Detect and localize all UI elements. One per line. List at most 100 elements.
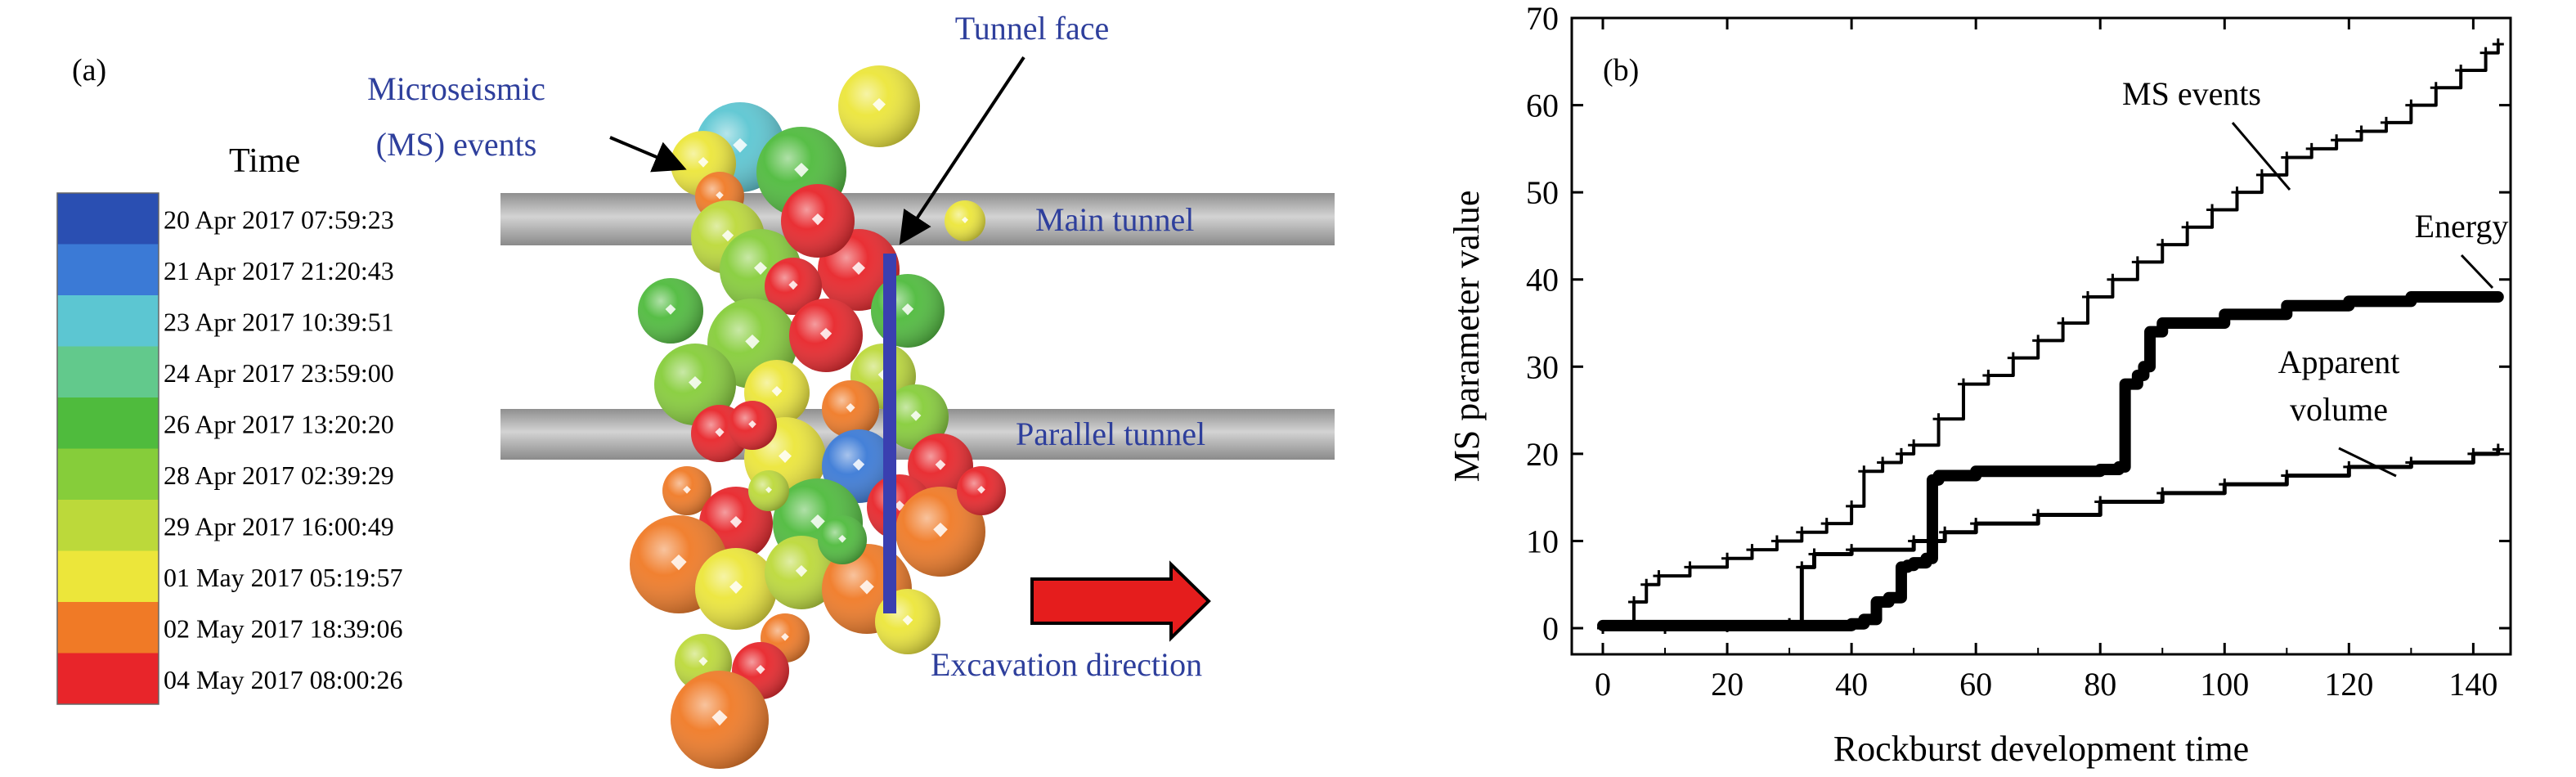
panel-a-label: (a) (72, 53, 106, 88)
series-point (2455, 64, 2467, 76)
series-point (1908, 535, 1920, 547)
legend-swatch-7 (57, 550, 159, 602)
legend-swatch-4 (57, 397, 159, 449)
series-point (2156, 487, 2169, 499)
series-point (1796, 526, 1808, 538)
series-point (1684, 561, 1696, 573)
panel-b-label: (b) (1603, 53, 1639, 88)
series-point (2156, 239, 2169, 251)
x-axis-label: Rockburst development time (1833, 729, 2249, 769)
series-point (1653, 570, 1665, 582)
series-point (1957, 378, 1969, 390)
series-point (2181, 221, 2193, 233)
series-point (2094, 496, 2107, 508)
tunnel-face-arrow (899, 56, 1025, 245)
series-leader-1 (2460, 254, 2494, 290)
series-point (1721, 552, 1734, 564)
y-tick-label: 0 (1542, 610, 1559, 647)
series-point (1970, 518, 1982, 530)
series-label-0: MS events (2122, 75, 2261, 112)
series-point (1932, 413, 1945, 425)
series-point (2355, 125, 2367, 137)
legend-label-3: 24 Apr 2017 23:59:00 (164, 358, 394, 388)
ms-events-label-line1: Microseismic (367, 70, 545, 107)
excavation-arrow (1030, 560, 1211, 642)
series-leader-0 (2231, 122, 2291, 191)
series-point (1746, 544, 1758, 556)
series-point (2343, 460, 2355, 473)
legend-label-2: 23 Apr 2017 10:39:51 (164, 307, 394, 336)
x-tick-label: 0 (1595, 666, 1611, 703)
series-point (2331, 134, 2343, 146)
legend-label-6: 29 Apr 2017 16:00:49 (164, 511, 394, 541)
legend-swatch-9 (57, 653, 159, 704)
series-point (2032, 509, 2044, 521)
series-line-2 (1600, 447, 2501, 631)
tunnel-face-line (883, 254, 896, 613)
series-point (1808, 548, 1820, 560)
legend-swatch-2 (57, 295, 159, 347)
series-point (2107, 273, 2119, 285)
series-label-2: Apparent (2278, 344, 2400, 380)
y-axis-label: MS parameter value (1447, 191, 1487, 483)
series-point (1721, 620, 1734, 632)
series-leader-2 (2338, 447, 2397, 478)
series-point (2405, 99, 2417, 111)
y-tick-label: 10 (1526, 523, 1559, 559)
series-point (2380, 116, 2392, 128)
series-point (1858, 465, 1870, 478)
plot-frame (1570, 16, 2512, 656)
legend-swatch-3 (57, 346, 159, 397)
series-point (1597, 622, 1609, 635)
series-point (1982, 369, 1995, 381)
main-tunnel-label: Main tunnel (1035, 201, 1194, 238)
series-point (2206, 204, 2219, 216)
series-point (2305, 142, 2318, 155)
series-point (2405, 456, 2417, 469)
series-point (2131, 256, 2143, 268)
series-point (2057, 317, 2069, 330)
series-point (1784, 618, 1796, 630)
legend-swatch-5 (57, 448, 159, 500)
y-tick-label: 60 (1526, 88, 1559, 124)
series-point (1908, 439, 1920, 451)
y-tick-label: 40 (1526, 262, 1559, 299)
x-tick-label: 60 (1959, 666, 1992, 703)
x-tick-label: 120 (2324, 666, 2373, 703)
ms-event-spheres (630, 65, 1006, 769)
series-point (2082, 291, 2094, 303)
x-tick-label: 40 (1835, 666, 1868, 703)
series-point (2281, 469, 2293, 482)
series-line-1 (1597, 291, 2504, 631)
legend-title: Time (229, 142, 300, 180)
series-point (1640, 578, 1653, 591)
parallel-tunnel-label: Parallel tunnel (1016, 415, 1205, 452)
series-point (1820, 518, 1833, 530)
legend-label-8: 02 May 2017 18:39:06 (164, 613, 402, 643)
ms-events-label-line2: (MS) events (376, 126, 537, 163)
x-tick-label: 80 (2084, 666, 2116, 703)
y-tick-label: 50 (1526, 174, 1559, 211)
tunnel-face-label: Tunnel face (955, 10, 1109, 47)
legend-label-4: 26 Apr 2017 13:20:20 (164, 409, 394, 438)
series-point (1877, 456, 1889, 469)
excavation-direction-label: Excavation direction (931, 646, 1202, 683)
legend-swatch-1 (57, 244, 159, 295)
series-lines (1597, 38, 2504, 635)
legend-label-5: 28 Apr 2017 02:39:29 (164, 460, 394, 490)
ms-events-arrow (609, 136, 687, 173)
x-tick-label: 20 (1711, 666, 1744, 703)
series-label-2: volume (2290, 391, 2388, 428)
y-tick-label: 70 (1526, 0, 1559, 37)
series-point (2492, 443, 2504, 456)
legend-swatch-6 (57, 500, 159, 551)
series-point (1628, 596, 1640, 609)
series-point (2281, 151, 2293, 164)
legend-label-1: 21 Apr 2017 21:20:43 (164, 256, 394, 285)
series-point (1846, 500, 1858, 512)
x-tick-label: 140 (2448, 666, 2497, 703)
